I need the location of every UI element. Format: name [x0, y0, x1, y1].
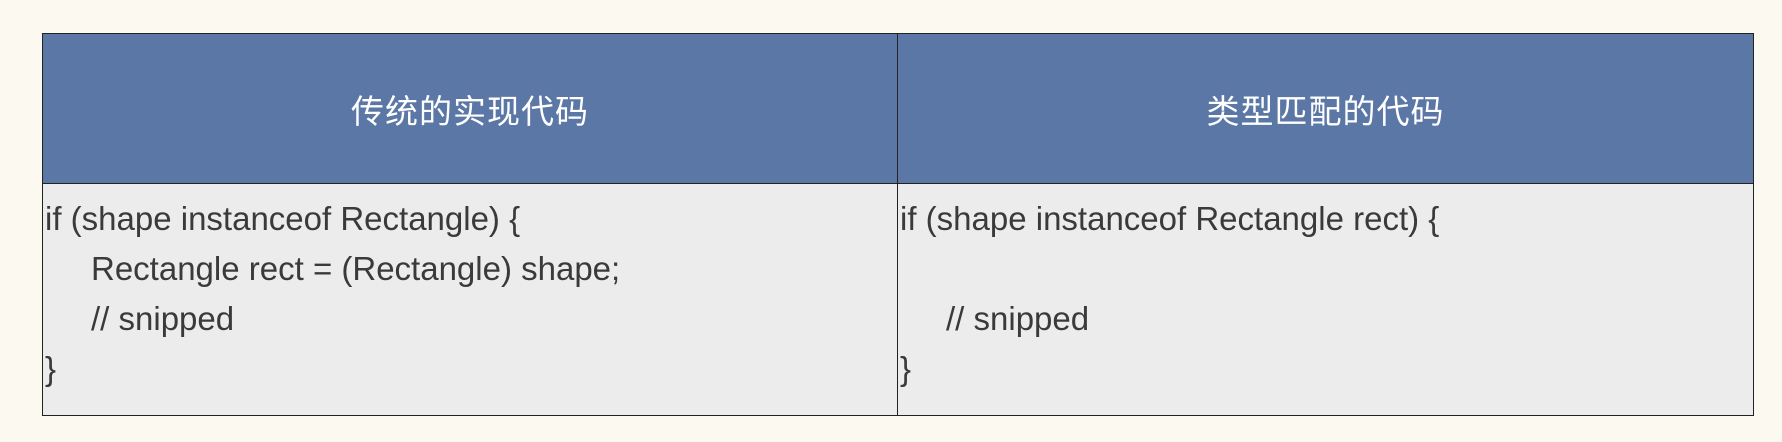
- header-cell-traditional: 传统的实现代码: [43, 34, 898, 184]
- header-cell-pattern-matching: 类型匹配的代码: [898, 34, 1753, 184]
- code-line: Rectangle rect = (Rectangle) shape;: [91, 250, 621, 287]
- code-line: // snipped: [946, 300, 1090, 337]
- code-line: }: [45, 350, 57, 387]
- code-cell-traditional: if (shape instanceof Rectangle) { Rectan…: [43, 184, 898, 415]
- comparison-table: 传统的实现代码 类型匹配的代码 if (shape instanceof Rec…: [42, 33, 1754, 416]
- code-cell-pattern-matching: if (shape instanceof Rectangle rect) { /…: [898, 184, 1753, 415]
- code-line: }: [900, 350, 912, 387]
- code-line: if (shape instanceof Rectangle rect) {: [900, 200, 1440, 237]
- code-line: [900, 244, 1753, 294]
- code-line: if (shape instanceof Rectangle) {: [45, 200, 521, 237]
- code-line: // snipped: [91, 300, 235, 337]
